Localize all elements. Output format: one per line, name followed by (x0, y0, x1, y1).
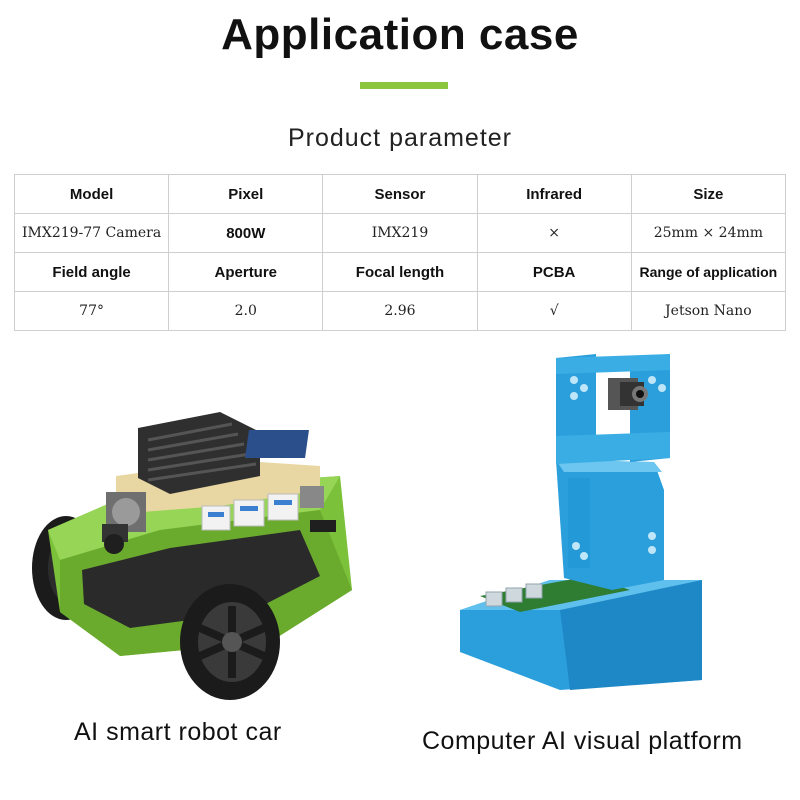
table-header-cell: PCBA (476, 252, 632, 292)
robot-car-illustration (32, 412, 352, 700)
upper-bracket (556, 354, 670, 464)
lower-bracket (556, 460, 664, 590)
camera-module (608, 378, 648, 410)
camera-module (102, 492, 146, 554)
title-accent-bar (360, 82, 448, 89)
table-value-cell: 2.96 (322, 291, 478, 331)
jetson-board (116, 412, 324, 531)
table-header-cell: Range of application (630, 252, 787, 292)
table-header-cell: Infrared (476, 174, 632, 214)
table-header-cell: Pixel (168, 174, 324, 214)
table-header-cell: Field angle (13, 252, 170, 292)
caption-robot-car: AI smart robot car (74, 718, 282, 746)
table-value-cell: 2.0 (168, 291, 324, 331)
table-value-cell: 25mm × 24mm (630, 213, 787, 253)
table-value-cell: 800W (168, 213, 324, 253)
table-value-cell: √ (476, 291, 632, 331)
table-row-values-1: IMX219-77 Camera 800W IMX219 × 25mm × 24… (13, 213, 787, 253)
table-header-cell: Size (630, 174, 787, 214)
table-row-values-2: 77° 2.0 2.96 √ Jetson Nano (13, 291, 787, 331)
table-value-cell: 77° (13, 291, 170, 331)
table-value-cell: Jetson Nano (630, 291, 787, 331)
page-title: Application case (221, 10, 579, 59)
caption-visual-platform: Computer AI visual platform (422, 727, 743, 755)
table-header-cell: Model (13, 174, 170, 214)
table-header-cell: Aperture (168, 252, 324, 292)
table-header-cell: Focal length (322, 252, 478, 292)
front-wheel (180, 584, 280, 700)
table-value-cell: IMX219-77 Camera (13, 213, 170, 253)
table-row-headers-2: Field angle Aperture Focal length PCBA R… (13, 252, 787, 292)
vision-platform-illustration (460, 354, 702, 690)
parameter-table: Model Pixel Sensor Infrared Size IMX219-… (13, 174, 787, 331)
section-subtitle: Product parameter (287, 124, 513, 152)
table-header-cell: Sensor (322, 174, 478, 214)
platform-base (460, 576, 702, 690)
table-value-cell: × (476, 213, 632, 253)
table-row-headers-1: Model Pixel Sensor Infrared Size (13, 174, 787, 214)
table-value-cell: IMX219 (322, 213, 478, 253)
